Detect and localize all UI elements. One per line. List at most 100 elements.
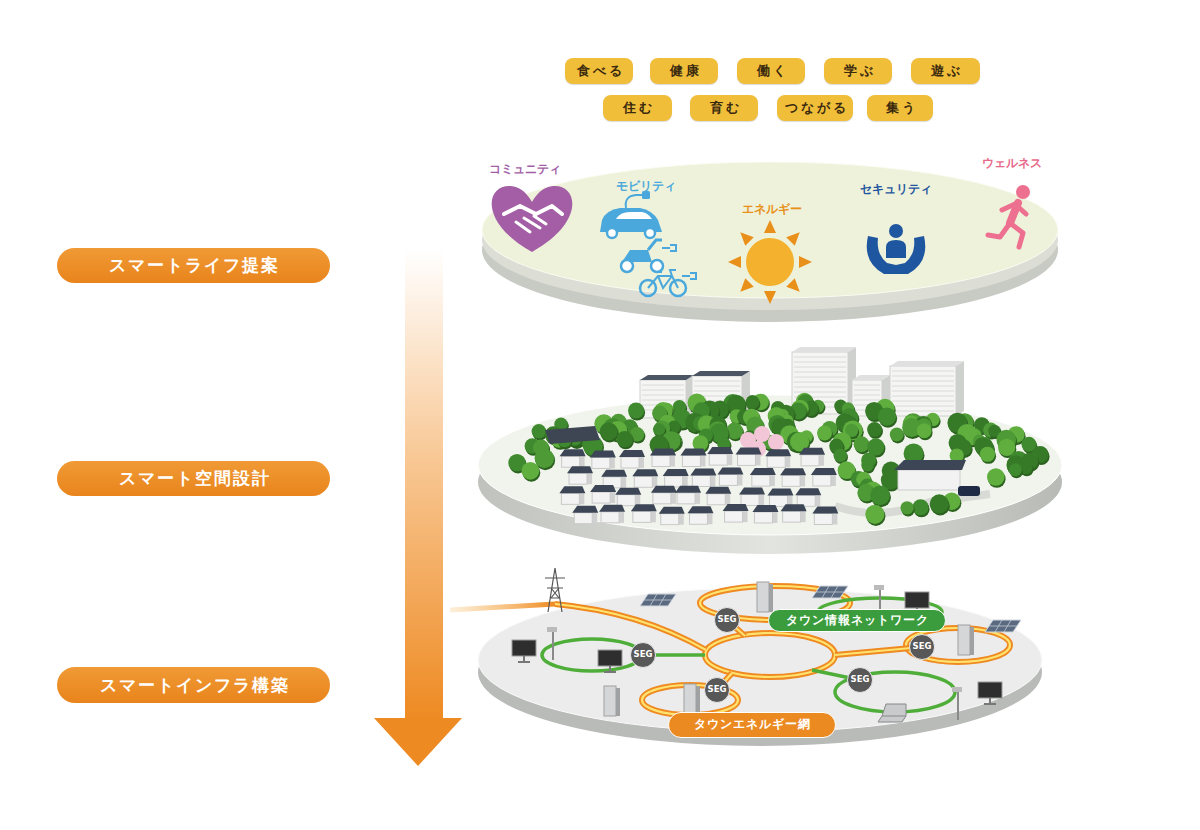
activity-pill: つながる xyxy=(777,95,853,121)
house-wall xyxy=(601,512,619,523)
sun-ray xyxy=(786,228,804,246)
house-wall xyxy=(813,475,831,486)
building-roof xyxy=(640,375,694,380)
monitor xyxy=(978,682,1002,704)
house-roof xyxy=(739,487,765,494)
car-body xyxy=(600,208,662,232)
node-label: つながる xyxy=(785,101,849,115)
house xyxy=(690,468,716,486)
step-label: スマート空間設計 xyxy=(57,461,330,496)
tree xyxy=(628,402,645,420)
step-label: スマートライフ提案 xyxy=(57,248,330,283)
building-roof xyxy=(792,347,856,352)
cherry-tree xyxy=(768,434,784,450)
window-row xyxy=(892,396,954,397)
house-wall xyxy=(592,492,610,503)
node-label: 育む xyxy=(710,101,742,115)
house-roof xyxy=(590,450,616,457)
window-row xyxy=(892,401,954,402)
tree xyxy=(532,424,547,440)
house xyxy=(717,467,743,485)
town-greenery xyxy=(508,393,1049,526)
theme-disc: コミュニティモビリティエネルギーセキュリティウェルネス xyxy=(480,150,1060,332)
sun-ray xyxy=(764,220,776,233)
building-front xyxy=(890,366,956,416)
server-front xyxy=(757,582,769,612)
house-roof xyxy=(811,468,837,475)
house-wall xyxy=(653,493,671,504)
house-roof xyxy=(572,506,598,513)
tree-crown xyxy=(600,422,618,440)
info-wire xyxy=(542,639,642,671)
house-side xyxy=(707,513,712,524)
node-label: SEG xyxy=(634,650,653,659)
scooter-body xyxy=(622,250,652,262)
community-icon xyxy=(492,186,573,252)
house xyxy=(752,505,778,523)
house-roof xyxy=(781,504,807,511)
cherry-tree xyxy=(754,426,770,442)
window-row xyxy=(854,390,880,391)
pylon xyxy=(545,568,565,612)
activity-pill: 遊ぶ xyxy=(911,58,980,84)
house xyxy=(675,486,701,504)
tree-crown xyxy=(987,468,1005,486)
energy-label: タウンエネルギー網 xyxy=(668,712,836,738)
bike-frame xyxy=(648,270,678,288)
building-side xyxy=(956,361,964,416)
townhouse-wall xyxy=(898,470,960,490)
house-side xyxy=(815,495,820,506)
house-side xyxy=(725,494,730,505)
step-label: スマートインフラ構築 xyxy=(57,667,330,703)
camera xyxy=(874,585,884,590)
house-wall xyxy=(665,476,683,487)
house-side xyxy=(679,514,684,525)
house-wall xyxy=(634,476,652,487)
devices xyxy=(512,568,1021,722)
house-roof xyxy=(705,487,731,494)
server xyxy=(757,582,773,612)
house-wall xyxy=(752,475,770,486)
house-wall xyxy=(652,456,670,467)
activity-pill: 育む xyxy=(690,95,758,121)
house xyxy=(799,448,825,466)
node-label: タウンエネルギー網 xyxy=(694,718,811,731)
house xyxy=(651,486,677,504)
window-row xyxy=(642,390,684,391)
tree-crown xyxy=(861,459,874,472)
house-side xyxy=(610,492,615,503)
disc-top xyxy=(478,395,1062,535)
house-side xyxy=(832,513,837,524)
house-roof xyxy=(812,506,838,513)
network-label: タウン情報ネットワーク xyxy=(768,609,946,632)
node-label: タウン情報ネットワーク xyxy=(786,614,929,627)
house xyxy=(707,447,733,465)
house-roof xyxy=(651,486,677,493)
activity-pill: 食べる xyxy=(565,58,633,84)
hand xyxy=(867,236,896,274)
arrow-shaft xyxy=(405,250,443,720)
tree xyxy=(980,447,996,464)
house-side xyxy=(635,495,640,506)
house-wall xyxy=(754,512,772,523)
house-side xyxy=(580,456,585,467)
street-pole xyxy=(952,687,962,720)
tree-crown xyxy=(653,423,665,435)
node-label: 食べる xyxy=(577,64,625,78)
townhouse-roof xyxy=(894,460,966,470)
window-row xyxy=(854,385,880,386)
bike-wheel xyxy=(640,280,656,296)
scooter-handle xyxy=(648,240,662,250)
solar-panel xyxy=(812,586,848,598)
house xyxy=(795,488,821,506)
house-wall xyxy=(621,457,639,468)
window-row xyxy=(892,376,954,377)
activity-pill: 働く xyxy=(737,58,805,84)
house-roof xyxy=(560,449,586,456)
tree xyxy=(746,395,761,411)
house-roof xyxy=(615,488,641,495)
plug xyxy=(682,273,696,279)
wellness-icon xyxy=(988,185,1030,247)
house-side xyxy=(587,473,592,484)
